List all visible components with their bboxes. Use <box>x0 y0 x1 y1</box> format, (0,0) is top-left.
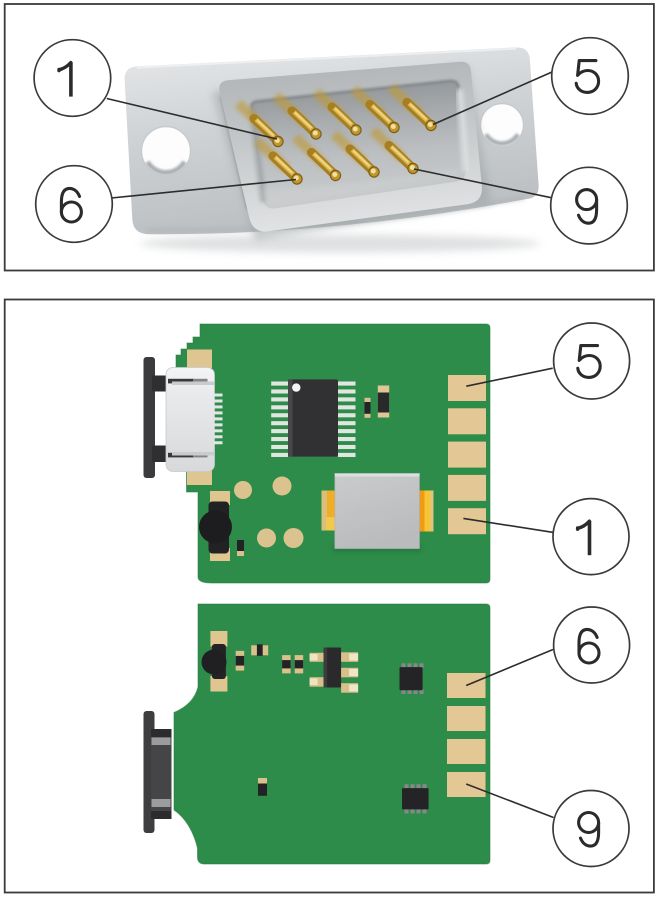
svg-text:2032+A48: 2032+A48 <box>358 506 397 516</box>
